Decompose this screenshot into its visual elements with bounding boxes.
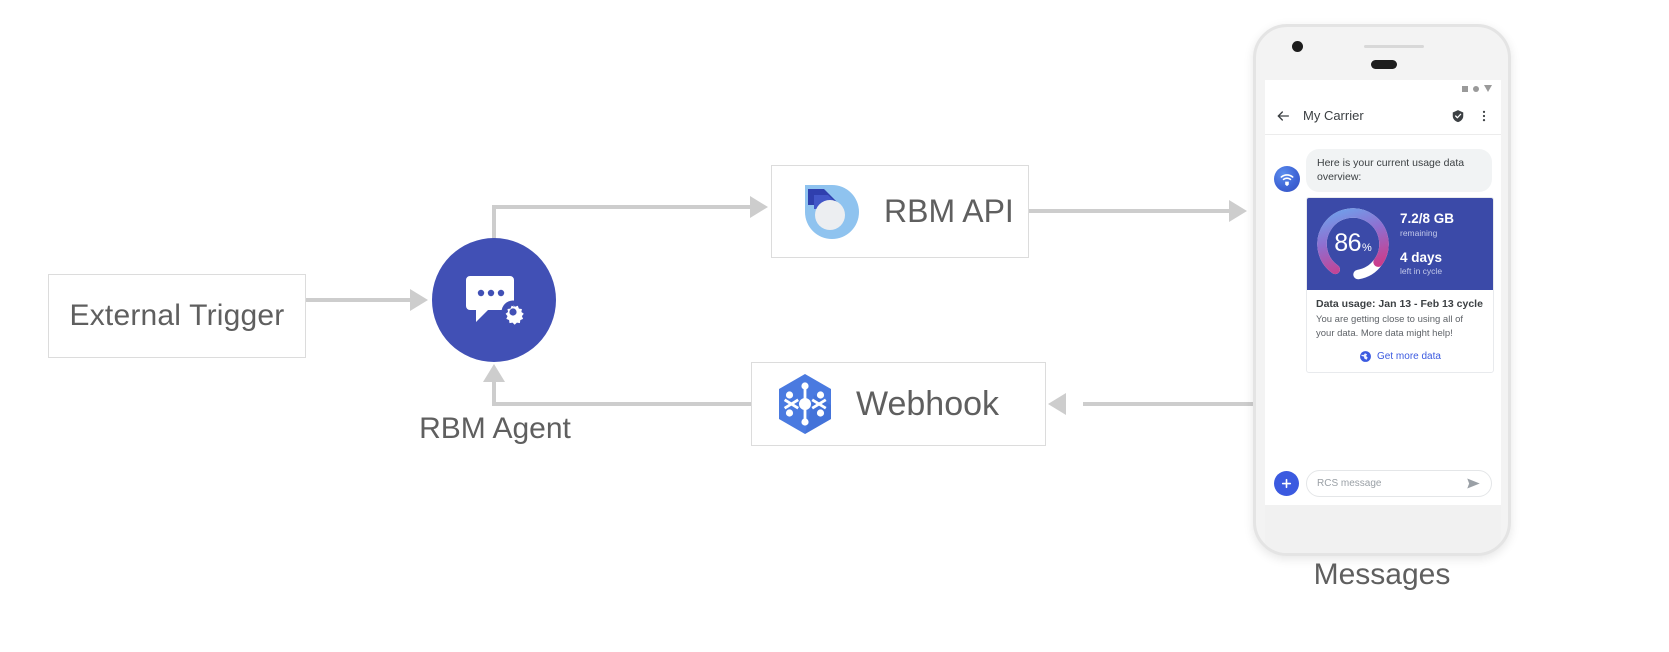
stat-days-primary: 4 days (1400, 249, 1443, 265)
avatar (1274, 165, 1300, 192)
plus-icon[interactable] (1274, 471, 1299, 496)
node-external-trigger[interactable]: External Trigger (48, 274, 306, 358)
message-composer: RCS message (1265, 463, 1501, 504)
arrow-left-icon[interactable] (1275, 108, 1291, 124)
status-bar (1265, 80, 1501, 97)
circle-icon (1473, 85, 1479, 92)
more-vertical-icon[interactable] (1477, 109, 1491, 123)
card-body: Data usage: Jan 13 - Feb 13 cycle You ar… (1307, 290, 1493, 372)
rbm-droplet-icon (802, 184, 859, 239)
phone-side-button[interactable] (1253, 155, 1256, 177)
webhook-label: Webhook (856, 384, 1000, 423)
message-row: Here is your current usage data overview… (1274, 149, 1492, 192)
edge-trigger-to-agent (306, 298, 410, 302)
card-stats: 7.2/8 GB remaining 4 days left in cycle (1396, 211, 1454, 276)
rich-card[interactable]: 86 % 7.2/8 GB remaining 4 days lef (1306, 196, 1494, 373)
triangle-down-icon (1484, 85, 1492, 92)
edge-api-to-phone (1029, 209, 1229, 213)
stat-data-secondary: remaining (1400, 227, 1438, 238)
edge-agent-up (492, 205, 496, 245)
card-hero: 86 % 7.2/8 GB remaining 4 days lef (1307, 197, 1493, 290)
rcs-message-placeholder: RCS message (1317, 478, 1382, 489)
arrowhead-phone-to-webhook (1048, 393, 1066, 415)
phone-top-bezel (1256, 27, 1508, 81)
chat-gear-icon (466, 276, 525, 325)
conversation-title: My Carrier (1303, 108, 1364, 123)
stat-data-remaining: 7.2/8 GB remaining (1400, 211, 1454, 238)
hexagon-nodes-icon (779, 374, 831, 434)
node-rbm-agent[interactable] (432, 238, 556, 362)
card-title: Data usage: Jan 13 - Feb 13 cycle (1316, 297, 1483, 310)
external-trigger-label: External Trigger (69, 299, 285, 332)
arrowhead-agent-to-api (750, 196, 768, 218)
arrowhead-api-to-phone (1229, 200, 1247, 222)
edge-webhook-up (492, 382, 496, 404)
gauge-unit: % (1362, 241, 1372, 254)
phone-screen: My Carrier (1265, 80, 1501, 505)
arrowhead-webhook-to-agent (483, 364, 505, 382)
gauge-value: 86 (1334, 229, 1362, 258)
app-bar: My Carrier (1265, 97, 1501, 135)
get-more-data-button[interactable]: Get more data (1316, 350, 1484, 366)
globe-icon (1360, 350, 1371, 362)
arrowhead-trigger-to-agent (410, 289, 428, 311)
square-icon (1462, 85, 1468, 92)
shield-check-icon[interactable] (1451, 109, 1465, 123)
message-bubble: Here is your current usage data overview… (1306, 149, 1492, 192)
edge-phone-to-webhook (1083, 402, 1263, 406)
edge-webhook-to-agent (492, 402, 752, 406)
front-camera-icon (1292, 41, 1303, 52)
conversation-thread: Here is your current usage data overview… (1265, 135, 1501, 463)
stat-data-primary: 7.2/8 GB (1400, 211, 1455, 227)
rcs-signal-icon (1280, 174, 1294, 187)
earpiece (1371, 60, 1397, 69)
edge-agent-to-api (492, 205, 750, 209)
node-webhook[interactable]: Webhook (751, 362, 1046, 446)
phone-bottom-bezel (1265, 505, 1501, 553)
rbm-agent-label: RBM Agent (419, 412, 571, 445)
data-usage-gauge: 86 % (1310, 201, 1396, 287)
rcs-message-input[interactable]: RCS message (1306, 470, 1492, 497)
send-icon[interactable] (1466, 476, 1481, 491)
rbm-api-label: RBM API (884, 193, 1014, 229)
phone-device: My Carrier (1253, 24, 1511, 556)
gauge-readout: 86 % (1310, 201, 1396, 287)
speaker-grille (1364, 45, 1424, 48)
card-description: You are getting close to using all of yo… (1316, 313, 1463, 339)
messages-label: Messages (1313, 558, 1451, 591)
android-nav-bar (1265, 504, 1501, 505)
get-more-data-label: Get more data (1377, 350, 1441, 362)
stat-days-secondary: left in cycle (1400, 266, 1443, 277)
stat-days-left: 4 days left in cycle (1400, 250, 1454, 277)
node-rbm-api[interactable]: RBM API (771, 165, 1029, 258)
